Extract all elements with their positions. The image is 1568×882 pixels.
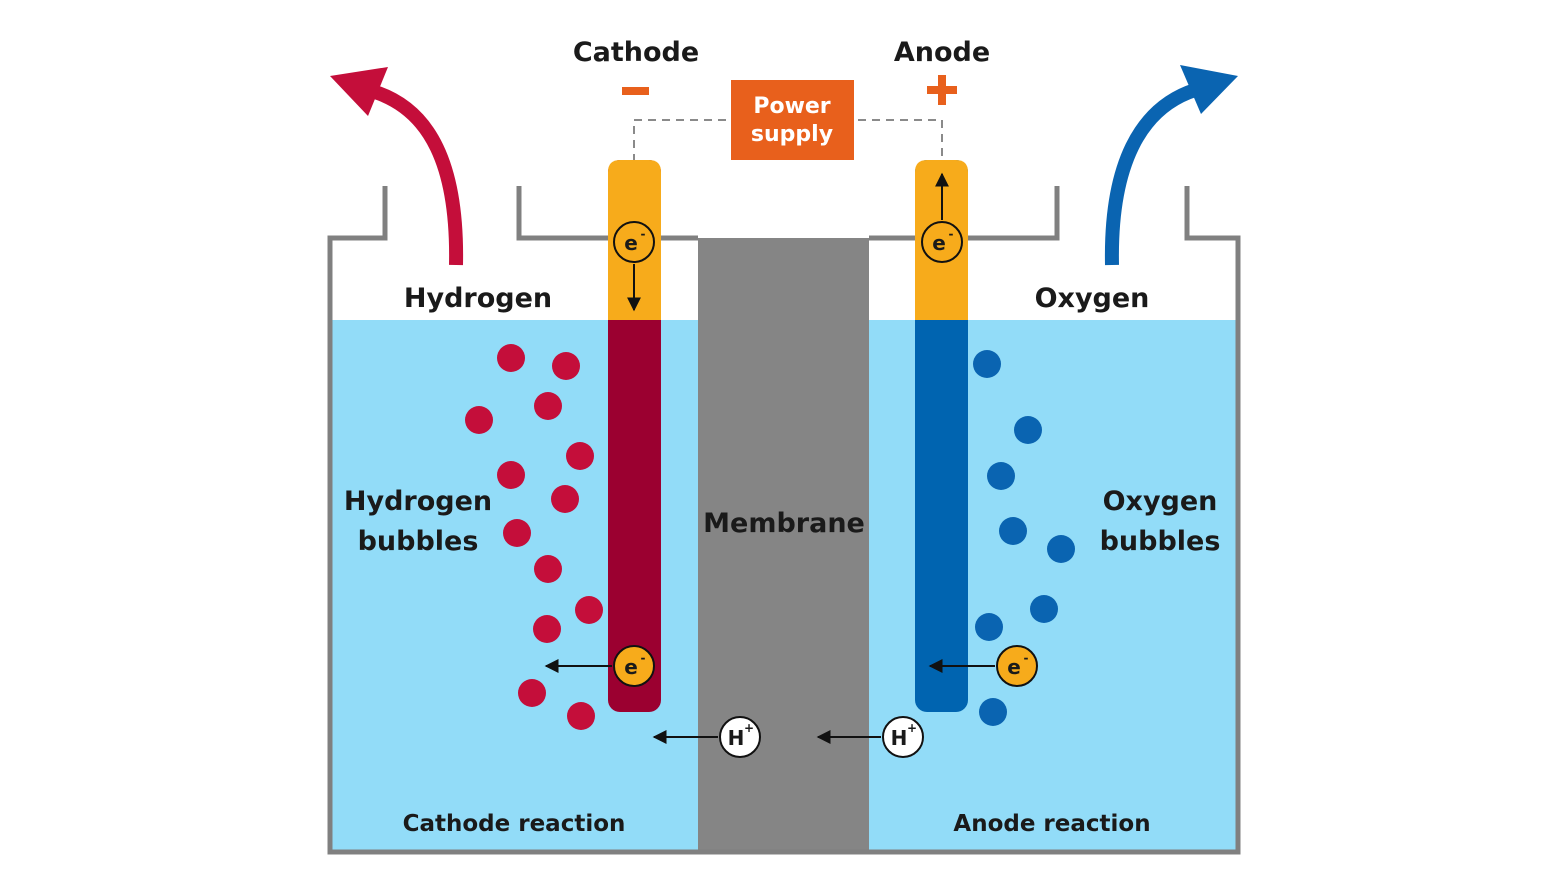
hydrogen-output-arrow bbox=[330, 67, 464, 266]
cathode-electron-top: e - bbox=[613, 221, 655, 312]
hydrogen-bubble bbox=[566, 442, 594, 470]
hydrogen-bubbles-label-1: Hydrogen bbox=[344, 486, 492, 517]
svg-text:-: - bbox=[641, 651, 646, 665]
cathode-minus-sign bbox=[622, 87, 649, 95]
cathode-reaction-label: Cathode reaction bbox=[403, 811, 626, 837]
hydrogen-bubble bbox=[534, 555, 562, 583]
svg-text:e: e bbox=[624, 655, 638, 679]
svg-text:-: - bbox=[949, 227, 954, 241]
proton-anode-side: H + bbox=[816, 716, 924, 758]
oxygen-bubble bbox=[999, 517, 1027, 545]
anode-reaction-label: Anode reaction bbox=[953, 811, 1150, 837]
hydrogen-bubble bbox=[497, 344, 525, 372]
anode-plus-sign bbox=[927, 75, 957, 105]
anode-electron-top: e - bbox=[921, 172, 963, 263]
cathode-label: Cathode bbox=[573, 37, 699, 68]
oxygen-bubble bbox=[1047, 535, 1075, 563]
power-supply-label-1: Power bbox=[753, 94, 830, 119]
oxygen-bubbles bbox=[973, 350, 1075, 726]
hydrogen-bubble bbox=[518, 679, 546, 707]
hydrogen-label: Hydrogen bbox=[404, 283, 552, 314]
hydrogen-bubble bbox=[503, 519, 531, 547]
svg-text:e: e bbox=[624, 231, 638, 255]
oxygen-bubbles-label-2: bubbles bbox=[1100, 526, 1221, 557]
oxygen-bubble bbox=[975, 613, 1003, 641]
hydrogen-bubble bbox=[552, 352, 580, 380]
power-supply-label-2: supply bbox=[751, 122, 833, 147]
oxygen-output-arrow bbox=[1104, 65, 1238, 266]
proton-membrane: H + bbox=[652, 716, 761, 758]
oxygen-bubble bbox=[973, 350, 1001, 378]
cathode-electron-bottom: e - bbox=[544, 645, 655, 687]
oxygen-bubble bbox=[1014, 416, 1042, 444]
anode-electron-bottom: e - bbox=[928, 645, 1038, 687]
hydrogen-bubbles bbox=[465, 344, 603, 730]
power-supply: Power supply bbox=[731, 80, 854, 160]
hydrogen-bubble bbox=[534, 392, 562, 420]
oxygen-bubble bbox=[1030, 595, 1058, 623]
svg-text:+: + bbox=[744, 721, 754, 735]
hydrogen-bubble bbox=[575, 596, 603, 624]
svg-text:-: - bbox=[641, 227, 646, 241]
hydrogen-bubbles-label-2: bubbles bbox=[358, 526, 479, 557]
svg-text:e: e bbox=[932, 231, 946, 255]
hydrogen-bubble bbox=[465, 406, 493, 434]
oxygen-bubble bbox=[979, 698, 1007, 726]
oxygen-bubbles-label-1: Oxygen bbox=[1103, 486, 1218, 517]
oxygen-label: Oxygen bbox=[1035, 283, 1150, 314]
hydrogen-bubble bbox=[567, 702, 595, 730]
svg-text:H: H bbox=[891, 726, 908, 750]
oxygen-bubble bbox=[987, 462, 1015, 490]
membrane-label: Membrane bbox=[703, 508, 865, 539]
hydrogen-bubble bbox=[497, 461, 525, 489]
svg-text:+: + bbox=[907, 721, 917, 735]
anode-label: Anode bbox=[894, 37, 990, 68]
tank-outline bbox=[327, 186, 1241, 855]
svg-text:H: H bbox=[728, 726, 745, 750]
membrane bbox=[698, 238, 869, 850]
tank-lid bbox=[516, 186, 1060, 241]
hydrogen-bubble bbox=[551, 485, 579, 513]
hydrogen-bubble bbox=[533, 615, 561, 643]
svg-text:e: e bbox=[1007, 655, 1021, 679]
svg-text:-: - bbox=[1024, 651, 1029, 665]
